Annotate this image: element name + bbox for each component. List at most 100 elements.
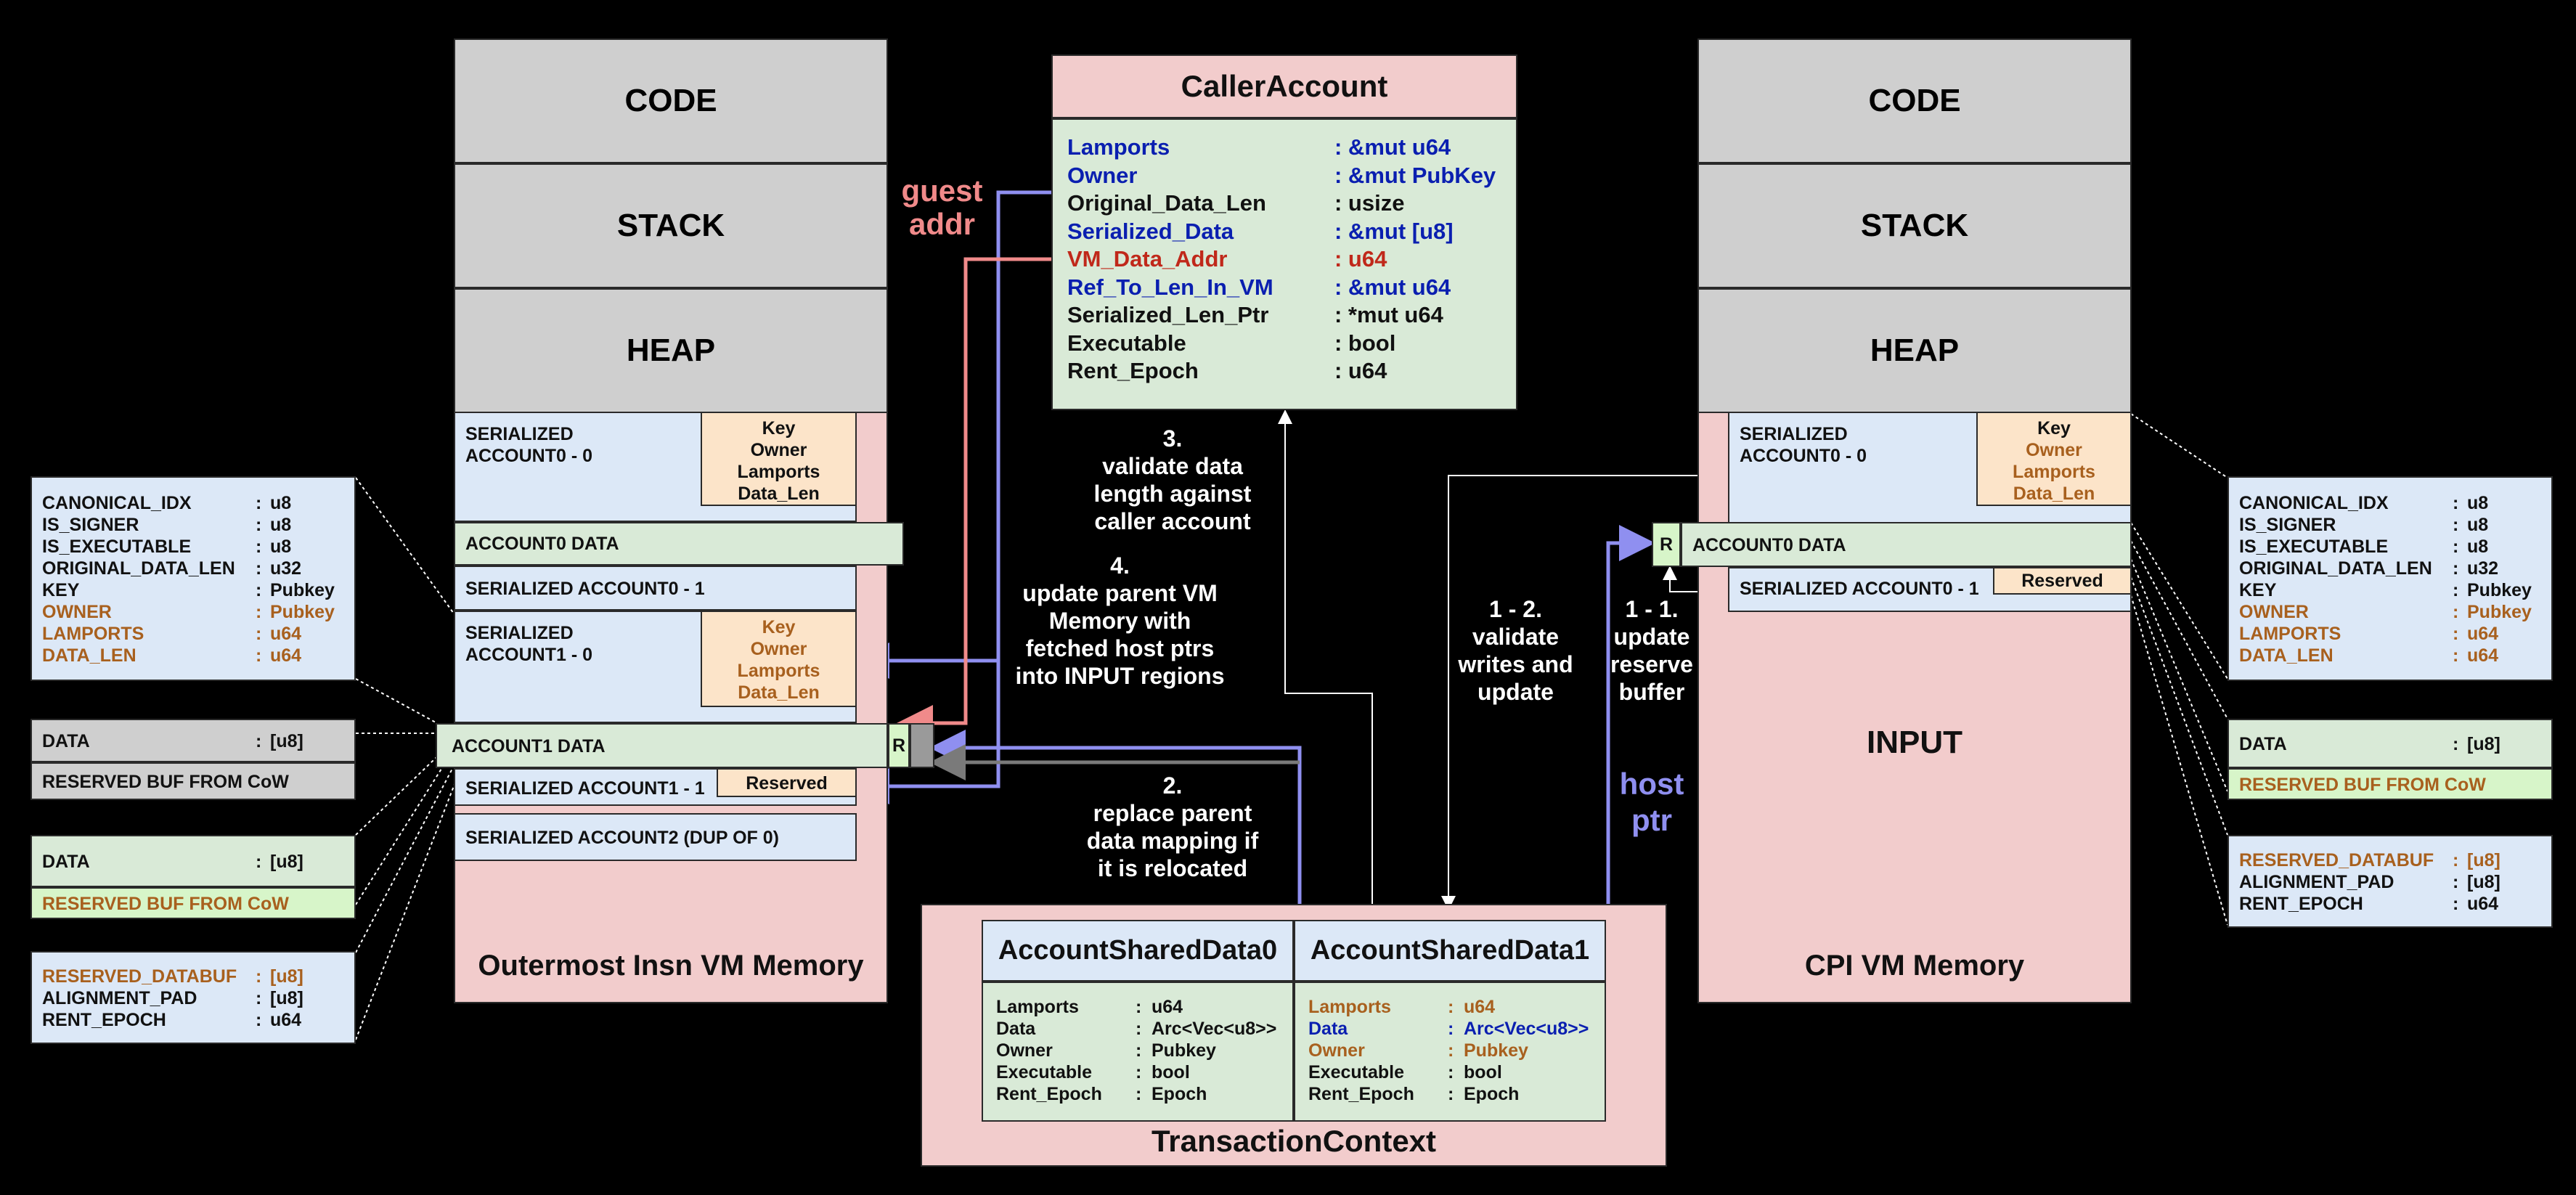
left-header-field-name: DATA_LEN [42,645,136,666]
left-header-field-sep: : [256,645,262,666]
left-header-field-name: KEY [42,580,80,600]
caller-field-type: : &mut [u8] [1334,218,1454,244]
meta-lamports: Lamports [737,462,820,482]
right-header-field-name: LAMPORTS [2239,624,2341,644]
caller-field-type: : &mut u64 [1334,134,1451,160]
asd1-field-name: Data [1308,1019,1348,1039]
meta-key: Key [2037,418,2071,439]
left-serialized-account0-1: SERIALIZED ACCOUNT0 - 1 [454,566,857,611]
asd1-field-sep: : [1448,1084,1454,1104]
caller-field-type: : *mut u64 [1334,302,1443,327]
right-header-field-type: u64 [2467,624,2499,644]
meta-lamports: Lamports [2013,462,2095,482]
meta-owner: Owner [750,440,807,460]
left-account0-data: ACCOUNT0 DATA [454,522,904,566]
left-tail-field-sep: : [256,988,262,1008]
left-header-field-sep: : [256,537,262,557]
step12-label: 1 - 2. validate writes and update [1458,596,1573,705]
right-code-segment: CODE [1697,38,2132,163]
guest-addr-label: guest addr [901,174,983,241]
right-header-field-type: u8 [2467,493,2489,513]
left-header-field-type: u32 [270,558,302,579]
left-r-marker: R [888,723,910,768]
left-header-field-sep: : [256,493,262,513]
right-tail-field-sep: : [2453,872,2459,892]
right-header-field-type: u32 [2467,558,2499,579]
left-reserved-gray: RESERVED BUF FROM CoW [30,762,356,800]
left-stack-segment: STACK [454,163,888,288]
right-header-field-type: u64 [2467,645,2499,666]
left-tail-detail: RESERVED_DATABUF:[u8]ALIGNMENT_PAD:[u8]R… [30,951,356,1044]
left-header-field-name: CANONICAL_IDX [42,493,192,513]
left-tail-field-type: u64 [270,1010,302,1030]
transaction-context-title: TransactionContext [1151,1124,1437,1158]
right-header-field-name: CANONICAL_IDX [2239,493,2389,513]
right-detail-dashes [2130,413,2228,926]
caller-field-name: Rent_Epoch [1067,358,1199,383]
step2-label: 2. replace parent data mapping if it is … [1086,772,1259,881]
left-tail-field-sep: : [256,1010,262,1030]
right-stack-segment: STACK [1697,163,2132,288]
right-reserved: Reserved [1993,567,2132,595]
right-header-field-type: Pubkey [2467,580,2532,600]
asd1-field-name: Rent_Epoch [1308,1084,1414,1104]
left-heap-segment: HEAP [454,288,888,413]
asd0-field-type: bool [1152,1062,1190,1082]
left-serialized-account2: SERIALIZED ACCOUNT2 (DUP OF 0) [454,813,857,861]
asd1-field-type: Arc<Vec<u8>> [1464,1019,1589,1039]
asd1-field-sep: : [1448,1040,1454,1061]
left-tail-field-type: [u8] [270,966,303,987]
caller-field-type: : u64 [1334,246,1387,272]
right-header-field-sep: : [2453,493,2459,513]
asd0-field-name: Rent_Epoch [996,1084,1102,1104]
left-tail-field-name: RESERVED_DATABUF [42,966,237,987]
left-tail-field-sep: : [256,966,262,987]
asd0-field-sep: : [1136,1019,1142,1039]
asd1-field-type: Epoch [1464,1084,1520,1104]
left-header-field-type: u8 [270,493,292,513]
asd1-field-type: bool [1464,1062,1502,1082]
meta-data-len: Data_Len [2013,484,2095,504]
left-acc0-meta: Key Owner Lamports Data_Len [701,412,857,506]
right-header-field-sep: : [2453,645,2459,666]
left-code-segment: CODE [454,38,888,163]
left-header-field-type: u64 [270,624,302,644]
meta-owner: Owner [750,639,807,659]
right-serialized-account0-1: SERIALIZED ACCOUNT0 - 1 [1728,567,2132,612]
right-header-field-sep: : [2453,537,2459,557]
meta-data-len: Data_Len [738,484,820,504]
left-header-field-name: LAMPORTS [42,624,144,644]
asd0-field-type: Pubkey [1152,1040,1216,1061]
asd0-field-name: Executable [996,1062,1093,1082]
left-vm-footer: Outermost Insn VM Memory [478,950,864,982]
right-header-field-sep: : [2453,515,2459,535]
caller-field-type: : &mut u64 [1334,274,1451,300]
left-account1-data: ACCOUNT1 DATA [436,723,888,768]
right-acc0-meta: Key Owner Lamports Data_Len [1976,412,2132,506]
right-data-green: DATA : [u8] [2227,719,2553,768]
step3-label: 3. validate data length against caller a… [1093,425,1252,534]
left-header-field-name: IS_SIGNER [42,515,139,535]
caller-field-name: Serialized_Data [1067,218,1234,244]
caller-field-type: : &mut PubKey [1334,162,1496,188]
right-vm-footer: CPI VM Memory [1804,950,2025,982]
right-input-label: INPUT [1867,725,1962,760]
asd0-header: AccountSharedData0 [982,920,1294,982]
meta-key: Key [762,617,796,637]
right-tail-field-sep: : [2453,850,2459,870]
right-header-field-sep: : [2453,558,2459,579]
asd0-field-sep: : [1136,1084,1142,1104]
host-ptr-label: host ptr [1619,767,1684,837]
asd0-field-type: u64 [1152,997,1183,1017]
left-header-field-type: u64 [270,645,302,666]
asd1-field-name: Lamports [1308,997,1391,1017]
asd0-field-name: Data [996,1019,1036,1039]
caller-field-type: : u64 [1334,358,1387,383]
asd1-field-sep: : [1448,1019,1454,1039]
right-tail-field-type: u64 [2467,894,2499,914]
asd0-field-sep: : [1136,997,1142,1017]
